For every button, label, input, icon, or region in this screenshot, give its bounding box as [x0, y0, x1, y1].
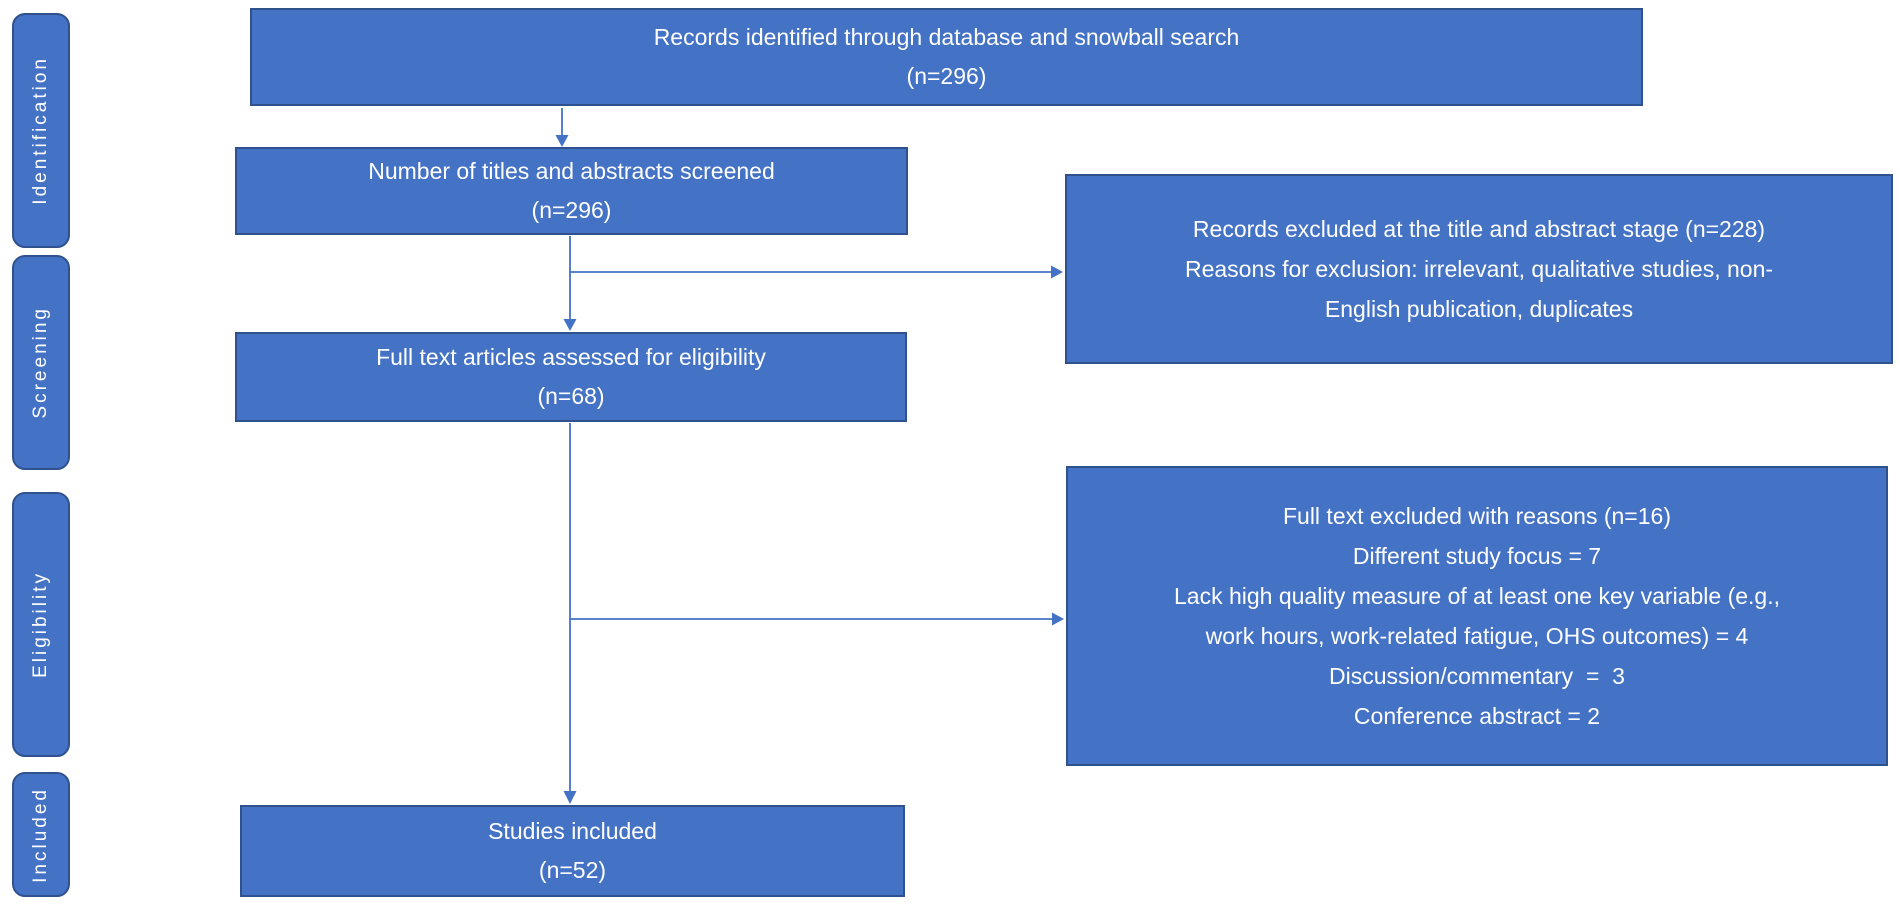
stage-tab-identification: Identification — [12, 13, 70, 248]
box-studies-included: Studies included (n=52) — [240, 805, 905, 897]
box-records-identified: Records identified through database and … — [250, 8, 1643, 106]
stage-tab-included: Included — [12, 772, 70, 897]
box-titles-screened: Number of titles and abstracts screened … — [235, 147, 908, 235]
box-fulltext-assessed: Full text articles assessed for eligibil… — [235, 332, 907, 422]
box-fulltext-excluded: Full text excluded with reasons (n=16) D… — [1066, 466, 1888, 766]
box-records-excluded: Records excluded at the title and abstra… — [1065, 174, 1893, 364]
stage-label-included: Included — [30, 786, 51, 883]
stage-tab-screening: Screening — [12, 255, 70, 470]
arrowhead-identified-to-screened — [555, 135, 569, 147]
stage-tab-eligibility: Eligibility — [12, 492, 70, 757]
arrowhead-records-excluded — [1051, 265, 1063, 279]
arrowhead-fulltext-to-included — [563, 791, 577, 804]
stage-label-identification: Identification — [30, 56, 51, 205]
stage-label-screening: Screening — [30, 306, 51, 419]
arrowhead-fulltext-excluded — [1052, 612, 1064, 626]
stage-label-eligibility: Eligibility — [30, 571, 51, 678]
arrowhead-screened-to-fulltext — [563, 319, 577, 331]
